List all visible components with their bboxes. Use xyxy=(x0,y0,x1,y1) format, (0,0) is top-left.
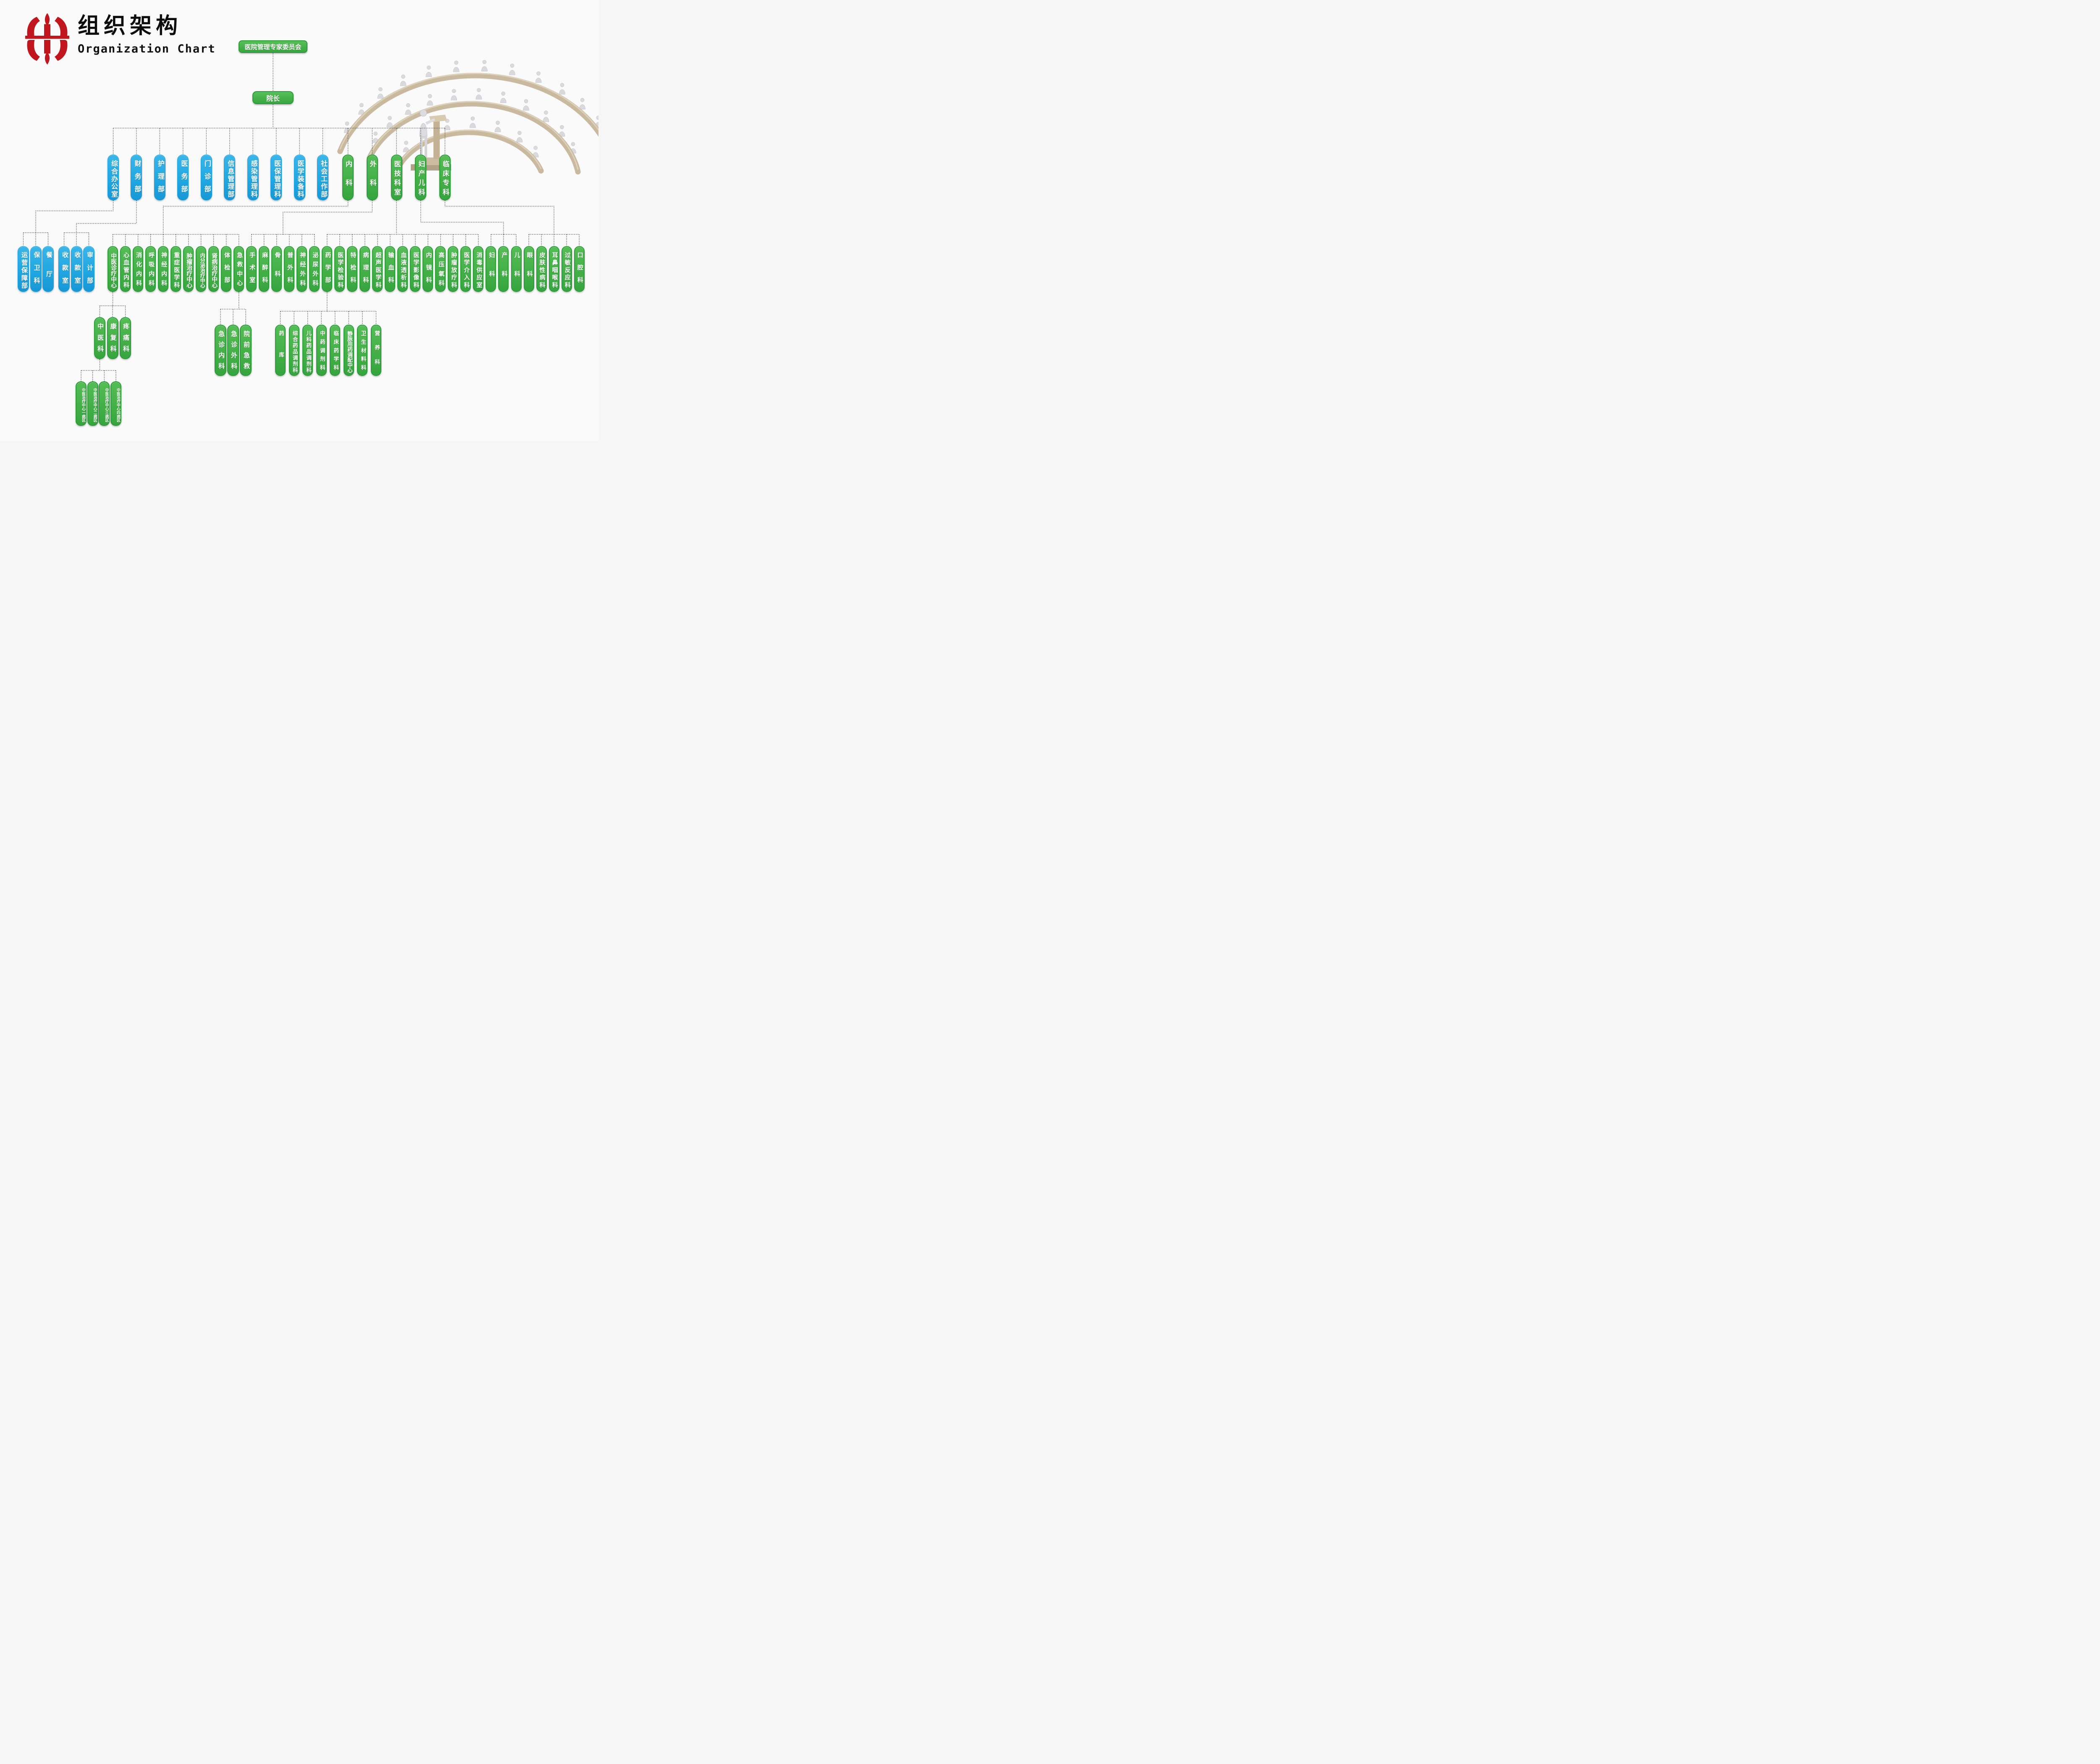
page-title: 组织架构 xyxy=(78,13,182,39)
brand-header: 组织架构 Organization Chart xyxy=(21,13,216,65)
org-node: 康复科 xyxy=(107,317,118,359)
node-president: 院长 xyxy=(252,91,294,104)
org-node: 卫生材料科 xyxy=(357,325,368,376)
org-node: 手术室 xyxy=(246,246,257,292)
org-node: 临床药学科 xyxy=(330,325,341,376)
org-node: 口腔科 xyxy=(574,246,585,292)
org-node: 消毒供应室 xyxy=(473,246,484,292)
org-node: 儿科药品调剂科 xyxy=(302,325,313,376)
org-node: 眼科 xyxy=(523,246,534,292)
hospital-logo-icon xyxy=(25,13,69,65)
org-node: 输血科 xyxy=(385,246,396,292)
org-node: 中医科 xyxy=(94,317,105,359)
org-node: 产科 xyxy=(498,246,509,292)
org-node: 疼痛科 xyxy=(120,317,131,359)
org-node: 医务部 xyxy=(177,155,189,200)
org-node: 感染管理科 xyxy=(247,155,259,200)
org-node: 医学介入科 xyxy=(460,246,471,292)
org-node: 静脉用药调配中心 xyxy=(343,325,354,376)
org-node: 神经外科 xyxy=(297,246,307,292)
org-node: 中药调剂科 xyxy=(316,325,327,376)
pharmacy-children-row: 药库综合药品调剂科儿科药品调剂科中药调剂科临床药学科静脉用药调配中心卫生材料科营… xyxy=(275,325,381,376)
org-node: 餐厅 xyxy=(42,246,54,292)
org-node: 营养科 xyxy=(370,325,381,376)
org-node: 中医治疗中心二病区 xyxy=(87,381,98,426)
org-node: 妇科 xyxy=(486,246,496,292)
org-node: 内镜科 xyxy=(423,246,433,292)
finance-children-row: 收款室收款室审计部 xyxy=(58,246,94,292)
org-node: 儿科 xyxy=(511,246,522,292)
org-node: 综合药品调剂科 xyxy=(289,325,299,376)
org-node: 医学影像科 xyxy=(410,246,421,292)
org-node: 急诊内科 xyxy=(215,325,226,376)
org-node: 消化内科 xyxy=(133,246,144,292)
org-node: 急诊外科 xyxy=(227,325,239,376)
org-node: 过敏反应科 xyxy=(561,246,572,292)
org-node: 医保管理科 xyxy=(270,155,282,200)
org-node: 重症医学科 xyxy=(171,246,181,292)
general-office-children-row: 运营保障部保卫科餐厅 xyxy=(18,246,54,292)
org-node: 肿瘤放疗科 xyxy=(448,246,459,292)
org-node: 中医治疗中心四病区 xyxy=(110,381,121,426)
admin-department-row: 综合办公室 财务部 护理部 医务部门诊部信息管理部感染管理科医保管理科 医学装备科 社会工… xyxy=(108,155,328,200)
org-node: 神经内科 xyxy=(158,246,169,292)
org-chart-canvas: 组织架构 Organization Chart 医院管理专家委员会 院长 综合办… xyxy=(0,0,598,441)
org-node: 医学检验科 xyxy=(334,246,345,292)
org-node: 麻醉科 xyxy=(259,246,270,292)
org-node: 财务部 xyxy=(131,155,142,200)
page-subtitle: Organization Chart xyxy=(78,42,216,55)
org-node: 血液透析科 xyxy=(397,246,408,292)
org-node: 肾病治疗中心 xyxy=(208,246,219,292)
org-node: 耳鼻咽喉科 xyxy=(549,246,559,292)
org-node: 外科 xyxy=(366,155,378,200)
org-node: 内科 xyxy=(342,155,354,200)
org-node: 门诊部 xyxy=(200,155,212,200)
org-node: 收款室 xyxy=(58,246,70,292)
org-node: 社会工作部 xyxy=(317,155,328,200)
org-node: 普外科 xyxy=(284,246,295,292)
org-node: 心血管内科 xyxy=(120,246,131,292)
org-node: 医学装备科 xyxy=(294,155,305,200)
org-node: 临床专科 xyxy=(439,155,451,200)
org-node: 泌尿外科 xyxy=(309,246,320,292)
node-committee: 医院管理专家委员会 xyxy=(239,40,307,53)
org-node: 院前急救 xyxy=(240,325,252,376)
emergency-children-row: 急诊内科急诊外科院前急救 xyxy=(215,325,252,376)
org-node: 中医治疗中心一病区 xyxy=(76,381,87,426)
org-node: 超声医学科 xyxy=(372,246,383,292)
department-row: 中医诊疗中心心血管内科消化内科呼吸内科神经内科重症医学科肿瘤治疗中心内分泌治疗中… xyxy=(108,246,585,292)
org-node: 中医治疗中心三病区 xyxy=(99,381,110,426)
org-node: 收款室 xyxy=(71,246,82,292)
org-node: 中医诊疗中心 xyxy=(108,246,118,292)
org-node: 皮肤性病科 xyxy=(536,246,547,292)
org-node: 高压氧科 xyxy=(435,246,446,292)
org-node: 骨科 xyxy=(271,246,282,292)
org-node: 审计部 xyxy=(83,246,94,292)
org-node: 综合办公室 xyxy=(108,155,119,200)
org-node: 病理科 xyxy=(360,246,370,292)
tcm-center-children-row: 中医科康复科疼痛科 xyxy=(94,317,131,359)
org-node: 特检科 xyxy=(347,246,358,292)
clinical-division-row: 内科外科 医技科室 妇产儿科临床专科 xyxy=(342,155,451,200)
tcm-ward-row: 中医治疗中心一病区中医治疗中心二病区中医治疗中心三病区中医治疗中心四病区 xyxy=(76,381,121,426)
org-node: 肿瘤治疗中心 xyxy=(183,246,194,292)
org-node: 体检部 xyxy=(221,246,232,292)
org-node: 药库 xyxy=(275,325,286,376)
org-node: 药学部 xyxy=(322,246,333,292)
org-node: 医技科室 xyxy=(391,155,402,200)
org-node: 信息管理部 xyxy=(224,155,236,200)
org-node: 妇产儿科 xyxy=(415,155,427,200)
org-node: 护理部 xyxy=(154,155,165,200)
org-node: 保卫科 xyxy=(30,246,42,292)
org-node: 运营保障部 xyxy=(18,246,29,292)
org-node: 内分泌治疗中心 xyxy=(196,246,207,292)
org-node: 呼吸内科 xyxy=(145,246,156,292)
org-node: 急救中心 xyxy=(234,246,244,292)
